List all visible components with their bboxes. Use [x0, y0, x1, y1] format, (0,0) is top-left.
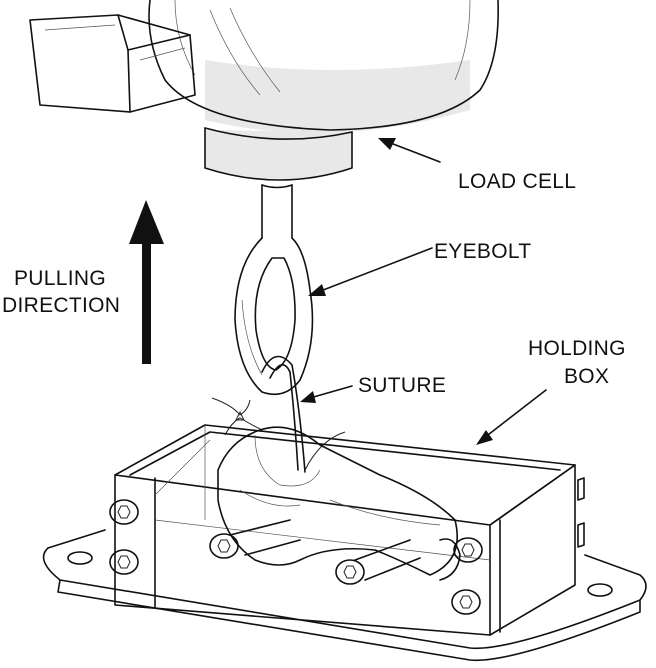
- base-plate: [42, 529, 647, 662]
- label-eyebolt: EYEBOLT: [434, 240, 531, 263]
- label-suture: SUTURE: [358, 374, 446, 397]
- screw-icon: [451, 589, 481, 615]
- suture: [211, 355, 346, 473]
- side-block: [29, 14, 196, 113]
- load-cell: [204, 127, 353, 181]
- leader-lines: [300, 138, 547, 445]
- label-load-cell: LOAD CELL: [458, 170, 576, 193]
- screw-icon: [209, 533, 239, 559]
- pulling-arrow: [129, 200, 164, 364]
- holding-box: [109, 424, 585, 636]
- screw-icon: [109, 549, 139, 575]
- screw-icon: [335, 559, 365, 585]
- label-pulling: PULLING: [14, 267, 106, 290]
- label-holding: HOLDING: [528, 337, 626, 360]
- label-direction: DIRECTION: [2, 294, 120, 317]
- screw-icon: [453, 537, 483, 563]
- screw-icon: [109, 499, 139, 525]
- label-box: BOX: [564, 365, 609, 388]
- eyebolt: [234, 184, 314, 396]
- machine-head: [148, 0, 499, 133]
